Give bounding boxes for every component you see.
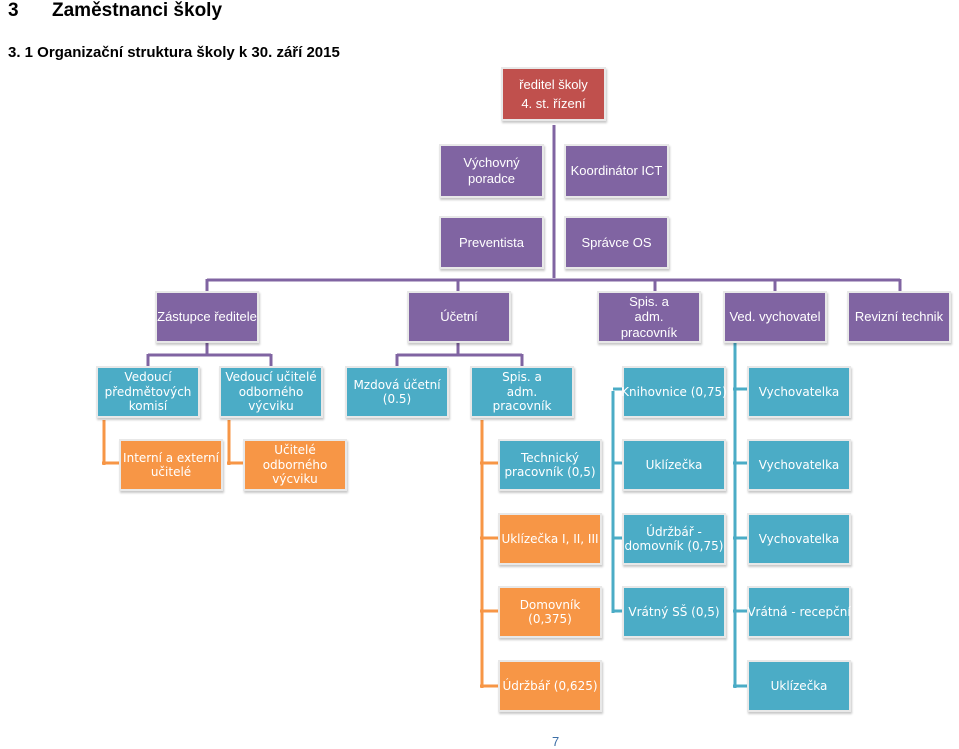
section-number: 3 [8, 0, 19, 21]
page-number: 7 [552, 734, 560, 749]
node-ucetni: Účetní [409, 293, 509, 341]
node-interni-externi-ucitele: Interní a externí učitelé [121, 441, 221, 489]
node-preventista: Preventista [441, 218, 542, 267]
node-mzdova-ucetni: Mzdová účetní (0.5) [347, 368, 447, 416]
node-revizni-technik: Revizní technik [849, 293, 949, 341]
node-uklizecka-2: Uklízečka [749, 662, 849, 710]
node-spis-adm-pracovnik-2: Spis. a adm. pracovník [472, 368, 572, 416]
node-uklizecka-1: Uklízečka [624, 441, 724, 489]
node-udrzbar: Údržbář (0,625) [500, 662, 600, 710]
subsection-heading: 3. 1 Organizační struktura školy k 30. z… [8, 44, 340, 61]
node-knihovnice: Knihovnice (0,75) [621, 368, 727, 416]
node-vychovny-poradce: Výchovný poradce [441, 146, 542, 196]
node-ucitele-ov: Učitelé odborného výcviku [245, 441, 345, 489]
node-technicky-pracovnik: Technický pracovník (0,5) [500, 441, 600, 489]
director-level: 4. st. řízení [521, 95, 586, 111]
director-title: ředitel školy [519, 76, 588, 92]
node-zastupce-reditele: Zástupce ředitele [157, 293, 257, 341]
node-vratna-recepcni: Vrátná - recepční [747, 588, 851, 636]
node-vedouci-predmetovych-komisi: Vedoucí předmětových komisí [98, 368, 198, 416]
node-vychovatelka-1: Vychovatelka [749, 368, 849, 416]
node-spravce-os: Správce OS [566, 218, 667, 267]
section-heading: 3 Zaměstnanci školy [8, 0, 222, 22]
node-ved-vychovatel: Ved. vychovatel [725, 293, 825, 341]
node-uklizecka-i-ii-iii: Uklízečka I, II, III [500, 515, 600, 563]
node-vychovatelka-3: Vychovatelka [749, 515, 849, 563]
node-udrzbar-domovnik: Údržbář - domovník (0,75) [624, 515, 724, 563]
node-vedouci-ucitele-ov: Vedoucí učitelé odborného výcviku [221, 368, 321, 416]
section-title: Zaměstnanci školy [52, 0, 223, 21]
node-spis-adm-pracovnik: Spis. a adm. pracovník [599, 293, 699, 341]
node-vychovatelka-2: Vychovatelka [749, 441, 849, 489]
director-node: ředitel školy 4. st. řízení [503, 69, 604, 119]
node-domovnik: Domovník (0,375) [500, 588, 600, 636]
node-vratny-ss: Vrátný SŠ (0,5) [624, 588, 724, 636]
node-koordinator-ict: Koordinátor ICT [566, 146, 667, 196]
